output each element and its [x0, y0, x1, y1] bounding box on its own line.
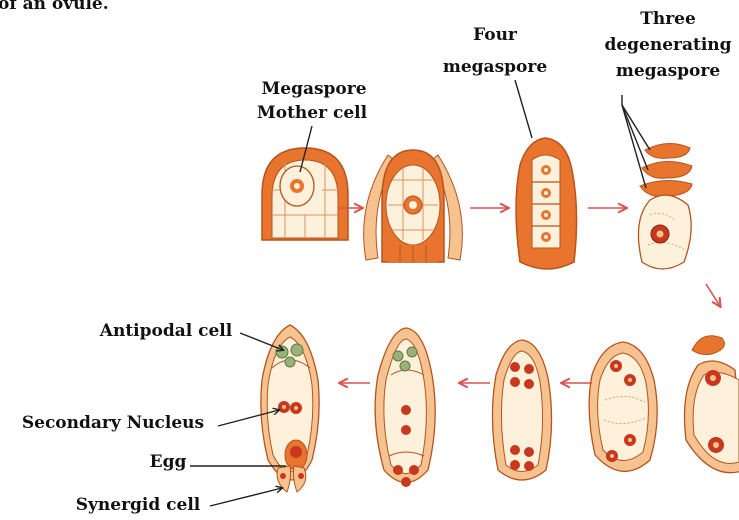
stage-ovule-primordium — [364, 150, 463, 262]
label-three-degenerating-3: megaspore — [616, 61, 720, 81]
header-fragment: of an ovule. — [0, 0, 109, 14]
stage-two-nucleate — [685, 336, 739, 473]
stage-four-megaspores — [516, 138, 577, 269]
stage-functional-megaspore — [638, 143, 692, 269]
stage-mature-embryo-sac — [261, 325, 319, 492]
label-megaspore-mother-cell-1: Megaspore — [261, 79, 366, 99]
stage-megaspore-mother-cell — [262, 148, 348, 240]
stage-four-nucleate — [589, 342, 657, 471]
stage-organizing-sac — [375, 328, 435, 487]
label-secondary-nucleus: Secondary Nucleus — [22, 413, 204, 433]
label-synergid-cell: Synergid cell — [76, 495, 201, 515]
stage-eight-nucleate — [492, 340, 551, 480]
label-four-megaspore-2: megaspore — [443, 57, 547, 77]
label-four-megaspore-1: Four — [473, 25, 518, 45]
label-egg: Egg — [150, 452, 187, 472]
label-three-degenerating-1: Three — [640, 9, 696, 29]
arrow-top-down — [706, 284, 720, 306]
label-megaspore-mother-cell-2: Mother cell — [257, 103, 368, 123]
label-three-degenerating-2: degenerating — [604, 35, 731, 55]
label-antipodal-cell: Antipodal cell — [99, 321, 233, 341]
